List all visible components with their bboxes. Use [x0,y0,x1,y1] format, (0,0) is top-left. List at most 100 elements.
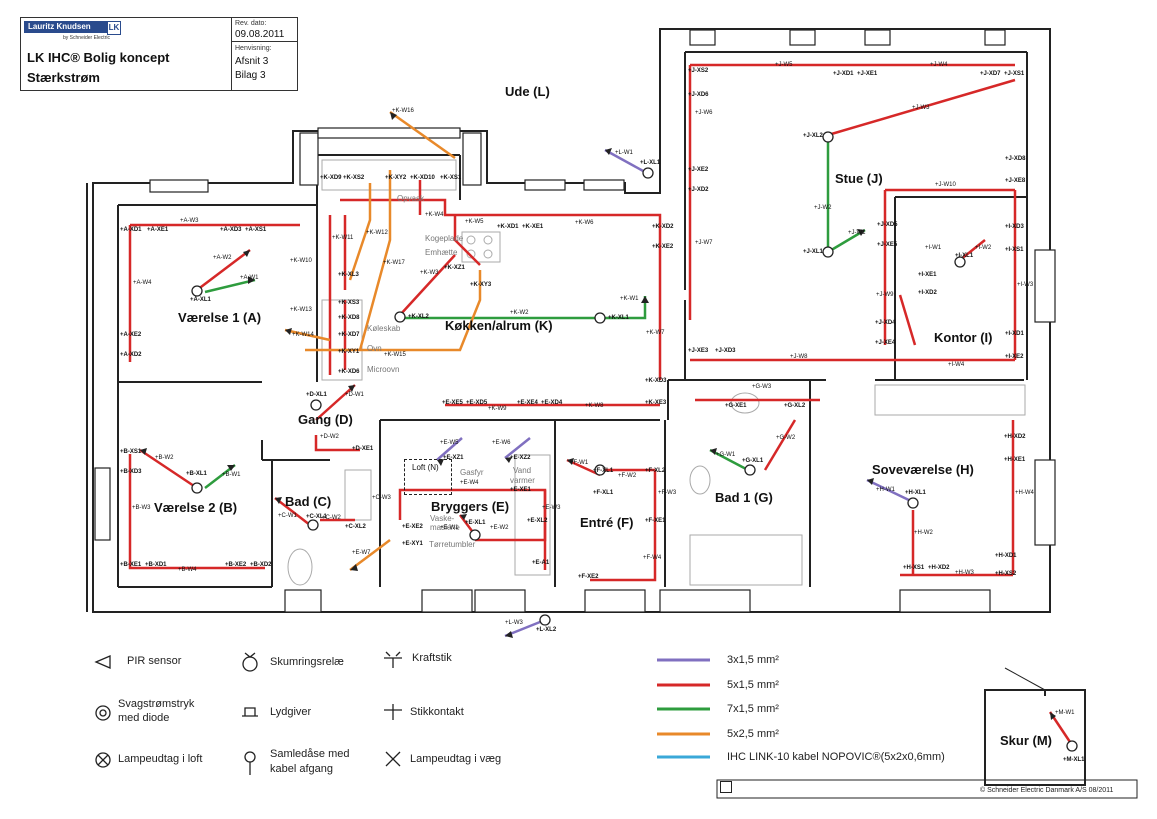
note-toerretumbler: Tørretumbler [429,540,476,549]
room-koekken: Køkken/alrum (K) [445,318,553,333]
device-label: +K-XY1 [338,349,360,355]
note-gasfyr: Gasfyr [460,468,484,477]
room-stue: Stue (J) [835,171,883,186]
legend-cables [657,658,710,759]
device-label: +B-XE1 [120,562,142,568]
legend-lydgiver: Lydgiver [270,706,312,718]
device-label: +H-XD2 [1004,434,1026,440]
wire-label: +C-W1 [278,513,297,519]
device-label: +A-XS1 [245,227,267,233]
device-label: +G-XL1 [742,458,764,464]
wire-label: +A-W1 [240,275,259,281]
room-vaerelse1: Værelse 1 (A) [178,310,262,325]
wire-label: +B-W3 [132,505,151,511]
device-label: +F-XE1 [645,518,666,524]
device-label: +D-XL1 [306,392,327,398]
wire-label: +H-W3 [955,570,974,576]
device-label: +E-XZ2 [510,455,531,461]
legend-skumring: Skumringsrelæ [270,656,344,668]
wire-label: +G-W3 [752,384,772,390]
room-entre: Entré (F) [580,515,634,530]
wire-label: +C-W3 [372,495,391,501]
wire-label: +B-W2 [155,455,174,461]
wire-label: +F-W4 [643,555,662,561]
device-label: +J-XD8 [1005,156,1026,162]
wire-label: +J-W5 [775,62,793,68]
device-label: +H-XS2 [995,571,1017,577]
wire-label: +J-W9 [876,292,894,298]
note-emhaette: Emhætte [425,248,458,257]
device-label: +E-XD4 [541,400,563,406]
device-label: +J-XD2 [688,187,709,193]
wire-label: +K-W16 [392,108,414,114]
ref-line2: Bilag 3 [235,70,266,81]
wire-label: +C-W2 [322,515,341,521]
wire-label: +I-W4 [948,362,965,368]
device-label: +K-XE1 [522,224,544,230]
device-label: +J-XD7 [980,71,1001,77]
device-label: +I-XD3 [1005,224,1024,230]
device-label: +G-XL2 [784,403,806,409]
wire-label: +K-W8 [585,403,604,409]
device-label: +L-XL1 [640,160,661,166]
legend-symbols [94,651,402,775]
room-gang: Gang (D) [298,412,353,427]
wire-label: +K-W9 [488,406,507,412]
device-label: +J-XD4 [875,320,896,326]
device-label: +K-XS3 [338,300,360,306]
device-label: +K-XD8 [338,315,360,321]
wire-label: +J-W4 [930,62,948,68]
device-label: +B-XD2 [250,562,272,568]
wire-label: +H-W2 [914,530,933,536]
wire-label: +D-W1 [345,392,364,398]
device-label: +B-XS1 [120,449,142,455]
wire-label: +J-W2 [814,205,832,211]
ref-line1: Afsnit 3 [235,56,269,67]
cable-label: 5x1,5 mm² [727,679,779,691]
wire-label: +K-W15 [384,352,406,358]
walls [86,28,1051,613]
device-label: +J-XD6 [688,92,709,98]
device-label: +A-XE1 [147,227,169,233]
device-label: +B-XD3 [120,469,142,475]
device-label: +B-XE2 [225,562,247,568]
device-label: +K-XD10 [410,175,435,181]
device-label: +I-XL1 [955,253,974,259]
device-label: +E-XL1 [465,520,486,526]
cable-label: 3x1,5 mm² [727,654,779,666]
wire-label: +K-W12 [366,230,388,236]
wire-label: +K-W6 [575,220,594,226]
device-label: +J-XE4 [875,340,896,346]
legend-kraftstik: Kraftstik [412,652,452,664]
device-label: +B-XL1 [186,471,207,477]
arrowheads [140,112,1056,720]
device-label: +A-XL1 [190,297,211,303]
note-vaske2: maskine [430,523,460,532]
wire-label: +K-W3 [420,270,439,276]
brand-logo-icon: LK [107,21,121,35]
note-koeleskab: Køleskab [367,324,401,333]
brand-name: Lauritz Knudsen [24,21,118,33]
rev-date: 09.08.2011 [235,29,285,40]
device-label: +K-XL1 [608,315,629,321]
note-varmer: varmer [510,476,535,485]
device-label: +J-XE8 [1005,178,1026,184]
device-label: +F-XL1 [593,490,614,496]
device-label: +K-XS1 [440,175,462,181]
wire-label: +I-W1 [925,245,942,251]
device-label: +J-XD5 [877,222,898,228]
wire-label: +K-W17 [383,260,405,266]
device-label: +J-XL2 [803,133,823,139]
device-label: +K-XY3 [470,282,492,288]
device-label: +K-XL3 [338,272,359,278]
rev-label: Rev. dato: [235,20,267,27]
wire-label: +H-W1 [876,487,895,493]
wire-label: +L-W1 [615,150,633,156]
device-label: +E-XL2 [527,518,548,524]
device-label: +A-XD3 [220,227,242,233]
device-label: +K-XY2 [385,175,407,181]
device-label: +C-XL1 [306,514,327,520]
wire-label: +B-W1 [222,472,241,478]
device-label: +F-XE2 [578,574,599,580]
device-label: +J-XE5 [877,242,898,248]
